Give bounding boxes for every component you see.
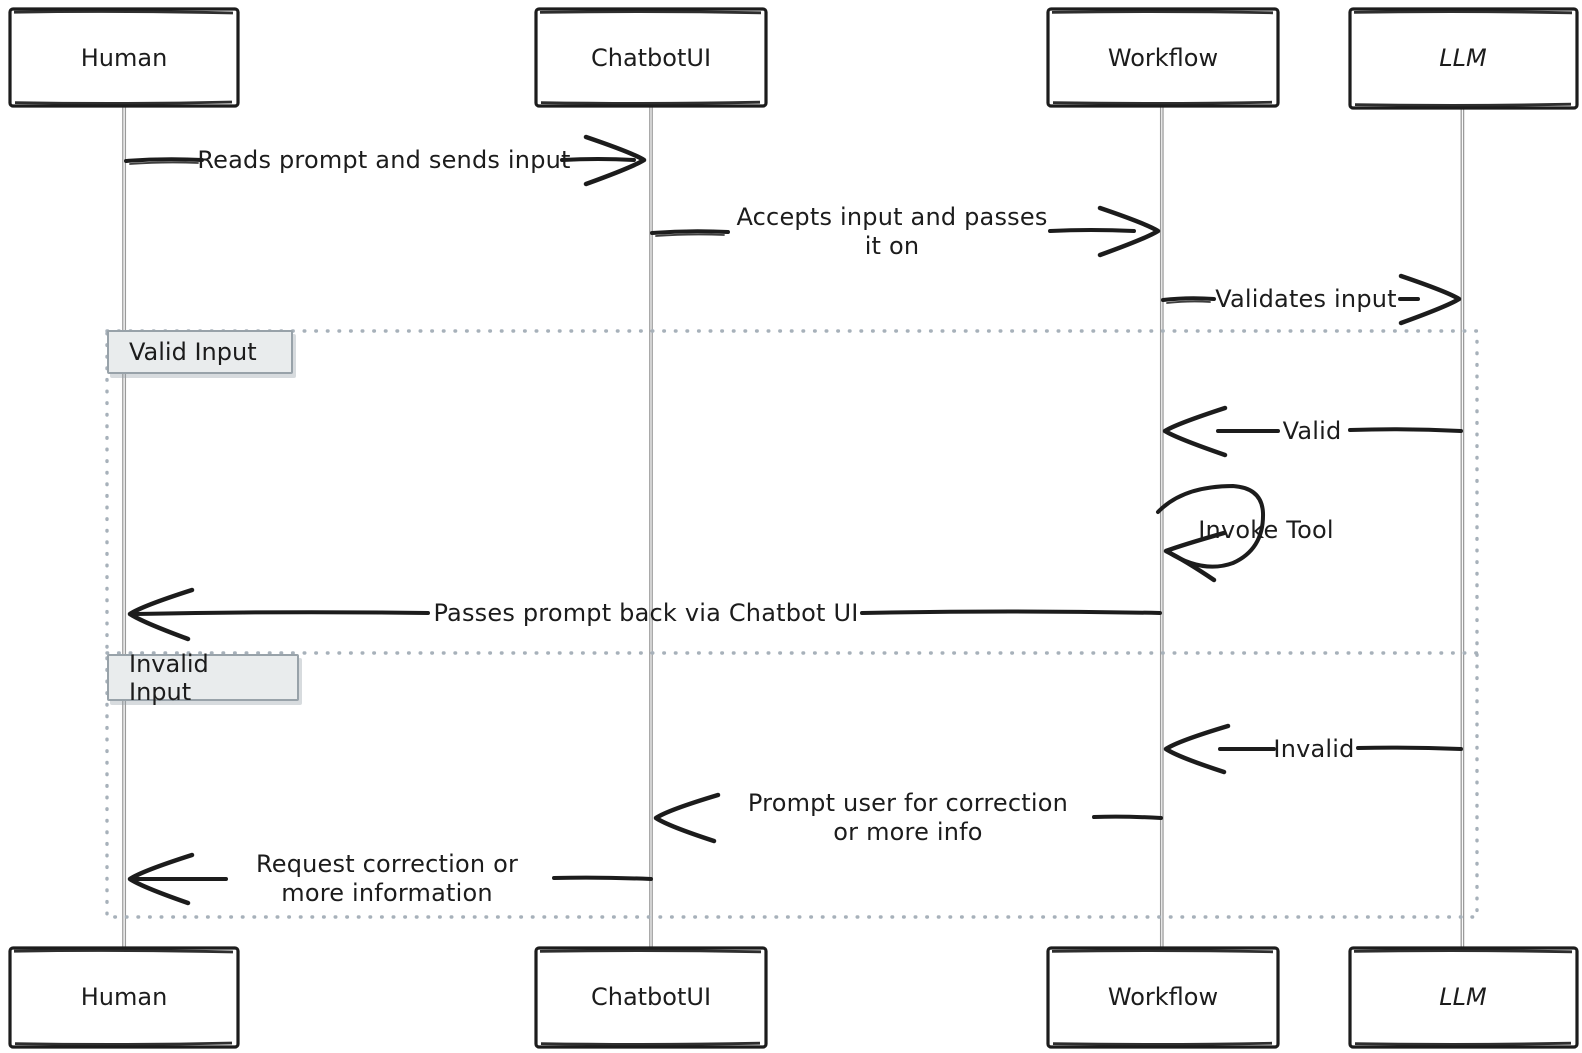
message-label-prompt-user-correction: Prompt user for correction or more info xyxy=(747,789,1069,846)
message-label-request-correction: Request correction or more information xyxy=(255,850,519,907)
lifeline-workflow xyxy=(1159,106,1164,948)
message-label-accepts-input: Accepts input and passes it on xyxy=(736,203,1048,260)
frame-label-invalid-input: Invalid Input xyxy=(107,650,299,706)
actor-label-human-top: Human xyxy=(80,44,168,72)
actor-label-chatbotui-top: ChatbotUI xyxy=(590,44,712,72)
actor-label-workflow-bottom: Workflow xyxy=(1107,983,1219,1011)
actor-box-workflow-top xyxy=(1046,7,1280,108)
actor-label-workflow-top: Workflow xyxy=(1107,44,1219,72)
message-arrow-invoke-tool-loop xyxy=(1156,484,1266,583)
message-label-passes-prompt-back: Passes prompt back via Chatbot UI xyxy=(433,599,859,627)
message-label-invalid: Invalid xyxy=(1273,735,1355,763)
message-arrow-accepts-input xyxy=(650,205,1161,258)
message-label-validates-input: Validates input xyxy=(1215,285,1397,313)
actor-box-chatbotui-top xyxy=(534,7,768,108)
alt-frame xyxy=(105,329,1479,919)
message-arrow-valid xyxy=(1162,405,1463,458)
message-arrow-reads-prompt xyxy=(124,134,647,187)
message-arrow-request-correction xyxy=(127,852,653,906)
lifeline-human xyxy=(122,106,127,948)
actor-label-chatbotui-bottom: ChatbotUI xyxy=(590,983,712,1011)
actor-box-chatbotui-bottom xyxy=(534,946,768,1049)
alt-frame-border xyxy=(105,329,1479,919)
actor-box-human-top xyxy=(8,7,240,108)
actor-box-llm-bottom xyxy=(1348,946,1579,1049)
lifeline-llm xyxy=(1460,106,1465,948)
actor-box-workflow-bottom xyxy=(1046,946,1280,1049)
lifeline-chatbotui xyxy=(649,106,653,948)
message-label-invoke-tool: Invoke Tool xyxy=(1198,516,1334,544)
message-arrow-validates-input xyxy=(1161,273,1462,326)
message-arrow-passes-prompt-back xyxy=(127,587,1162,642)
frame-label-valid-input: Valid Input xyxy=(107,330,293,374)
message-label-reads-prompt: Reads prompt and sends input xyxy=(197,146,571,174)
actor-label-llm-bottom: LLM xyxy=(1439,983,1487,1011)
message-arrow-prompt-user-correction xyxy=(653,792,1163,844)
message-label-valid: Valid xyxy=(1282,417,1342,445)
actor-box-llm-top xyxy=(1348,7,1579,110)
actor-box-human-bottom xyxy=(8,946,240,1049)
actor-label-llm-top: LLM xyxy=(1439,44,1487,72)
message-arrow-invalid xyxy=(1163,723,1463,775)
actor-label-human-bottom: Human xyxy=(80,983,168,1011)
